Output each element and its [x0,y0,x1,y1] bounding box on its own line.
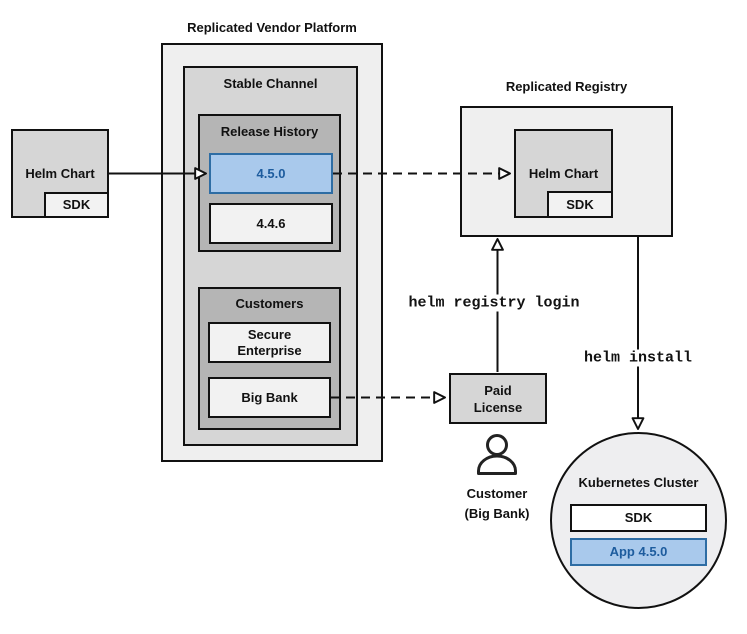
source-helm-chart-label: Helm Chart [25,165,95,181]
release-version-446-label: 4.4.6 [256,215,286,231]
cluster-app-box: App 4.5.0 [570,538,707,566]
customers-label: Customers [235,296,304,311]
paid-license-box: Paid License [449,373,547,424]
cluster-sdk-label: SDK [624,510,653,525]
customer-caption: Customer (Big Bank) [465,484,530,524]
customer-secure-enterprise-box: Secure Enterprise [208,322,331,363]
release-version-450-label: 4.5.0 [256,165,286,181]
stable-channel-label: Stable Channel [223,76,318,91]
customer-caption-line1: Customer [466,486,528,501]
source-sdk-box: SDK [44,192,109,218]
customer-big-bank-label: Big Bank [241,389,298,405]
registry-sdk-label: SDK [566,196,594,212]
customer-secure-enterprise-label: Secure Enterprise [237,326,302,358]
registry-sdk-box: SDK [547,191,613,218]
release-history-label: Release History [220,124,319,139]
helm-install-command: helm install [579,349,697,367]
customer-big-bank-box: Big Bank [208,377,331,418]
source-sdk-label: SDK [62,197,91,212]
vendor-platform-title: Replicated Vendor Platform [187,20,357,35]
registry-helm-chart-label: Helm Chart [528,165,599,181]
customer-caption-line2: (Big Bank) [464,506,530,521]
release-version-450-box: 4.5.0 [209,153,333,194]
registry-title: Replicated Registry [505,79,628,94]
kubernetes-cluster-title: Kubernetes Cluster [578,475,699,490]
helm-registry-login-command: helm registry login [404,294,584,312]
cluster-sdk-box: SDK [570,504,707,532]
customer-person-icon [477,434,517,475]
cluster-app-label: App 4.5.0 [609,544,668,559]
paid-license-label: Paid License [473,382,523,415]
release-version-446-box: 4.4.6 [209,203,333,244]
